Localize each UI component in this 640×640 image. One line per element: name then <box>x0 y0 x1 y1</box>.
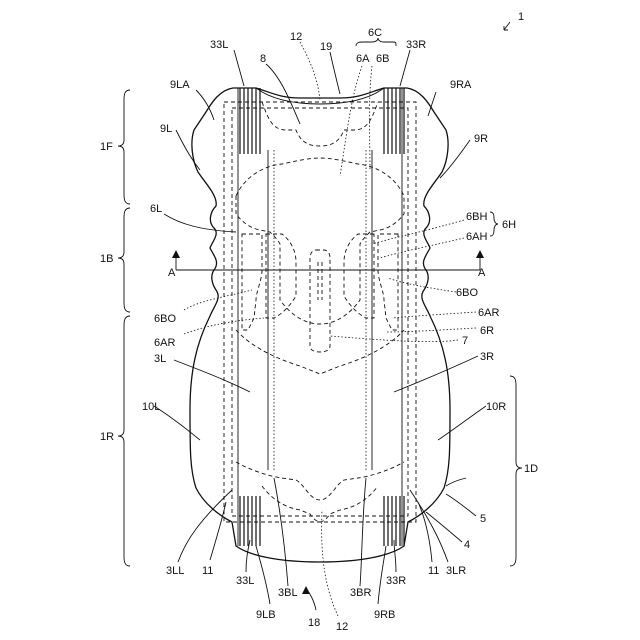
label-33R-top: 33R <box>406 39 426 51</box>
label-6AR-left: 6AR <box>154 337 175 349</box>
core-outline <box>224 102 416 522</box>
section-arrow-right-head <box>476 250 484 258</box>
label-6H: 6H <box>502 219 516 231</box>
label-4: 4 <box>464 539 470 551</box>
center-slit <box>310 250 330 352</box>
gather-right-inner <box>344 234 374 318</box>
label-18: 18 <box>308 617 320 629</box>
label-9RB: 9RB <box>374 609 395 621</box>
absorbent-body-contour <box>262 102 378 146</box>
label-section-A-left: A <box>168 267 176 279</box>
label-1D: 1D <box>524 463 538 475</box>
label-1R: 1R <box>100 431 114 443</box>
brace-1D <box>510 376 522 566</box>
rear-pocket <box>236 462 404 500</box>
absorbent-upper-contour <box>236 158 404 324</box>
label-6AH: 6AH <box>466 231 487 243</box>
leader-lines <box>154 22 510 616</box>
section-arrow-left-head <box>172 250 180 258</box>
label-9RA: 9RA <box>450 79 472 91</box>
brace-6H <box>490 212 498 236</box>
label-10L: 10L <box>142 401 160 413</box>
label-11-left: 11 <box>202 565 213 577</box>
label-6C: 6C <box>368 27 382 39</box>
label-3LR: 3LR <box>446 565 466 577</box>
label-3L: 3L <box>154 353 166 365</box>
label-3BR: 3BR <box>350 587 371 599</box>
label-33L-top: 33L <box>210 39 228 51</box>
elastic-stripes-bottom-left <box>240 496 260 546</box>
label-9LB: 9LB <box>256 609 276 621</box>
brace-1R <box>118 316 130 566</box>
label-6BH: 6BH <box>466 211 487 223</box>
rear-pocket-inner <box>262 486 378 522</box>
brace-1B <box>118 208 130 312</box>
label-3R: 3R <box>480 351 494 363</box>
label-6L: 6L <box>150 203 162 215</box>
label-1F: 1F <box>100 141 113 153</box>
gather-right <box>378 234 398 330</box>
elastic-stripes-top-right <box>384 88 404 154</box>
label-3LL: 3LL <box>166 565 184 577</box>
label-9LA: 9LA <box>170 79 190 91</box>
label-6BO-left: 6BO <box>154 313 176 325</box>
label-9L: 9L <box>160 123 172 135</box>
brace-1F <box>118 90 130 204</box>
label-fig-ref: 1 <box>518 11 524 23</box>
label-6A: 6A <box>356 53 370 65</box>
label-6AR-right: 6AR <box>478 307 499 319</box>
gather-left <box>242 234 262 330</box>
label-6BO-right: 6BO <box>456 287 478 299</box>
label-6B: 6B <box>376 53 389 65</box>
label-33L-bottom: 33L <box>236 575 254 587</box>
gather-left-inner <box>266 234 296 318</box>
core-inner <box>232 108 408 516</box>
label-6R: 6R <box>480 325 494 337</box>
elastic-stripes-bottom-right <box>384 496 404 546</box>
label-8: 8 <box>260 53 266 65</box>
label-11-right: 11 <box>428 565 439 577</box>
label-33R-bottom: 33R <box>386 575 406 587</box>
label-12-bottom: 12 <box>336 621 348 633</box>
label-12-top: 12 <box>290 31 302 43</box>
label-19: 19 <box>320 41 332 53</box>
label-3BL: 3BL <box>278 587 298 599</box>
label-5: 5 <box>480 513 486 525</box>
label-7: 7 <box>462 335 468 347</box>
label-9R: 9R <box>474 133 488 145</box>
label-10R: 10R <box>486 401 506 413</box>
brace-6C <box>356 38 396 46</box>
elastic-stripes-top-left <box>240 88 260 154</box>
label-1B: 1B <box>100 253 113 265</box>
label-section-A-right: A <box>478 267 486 279</box>
